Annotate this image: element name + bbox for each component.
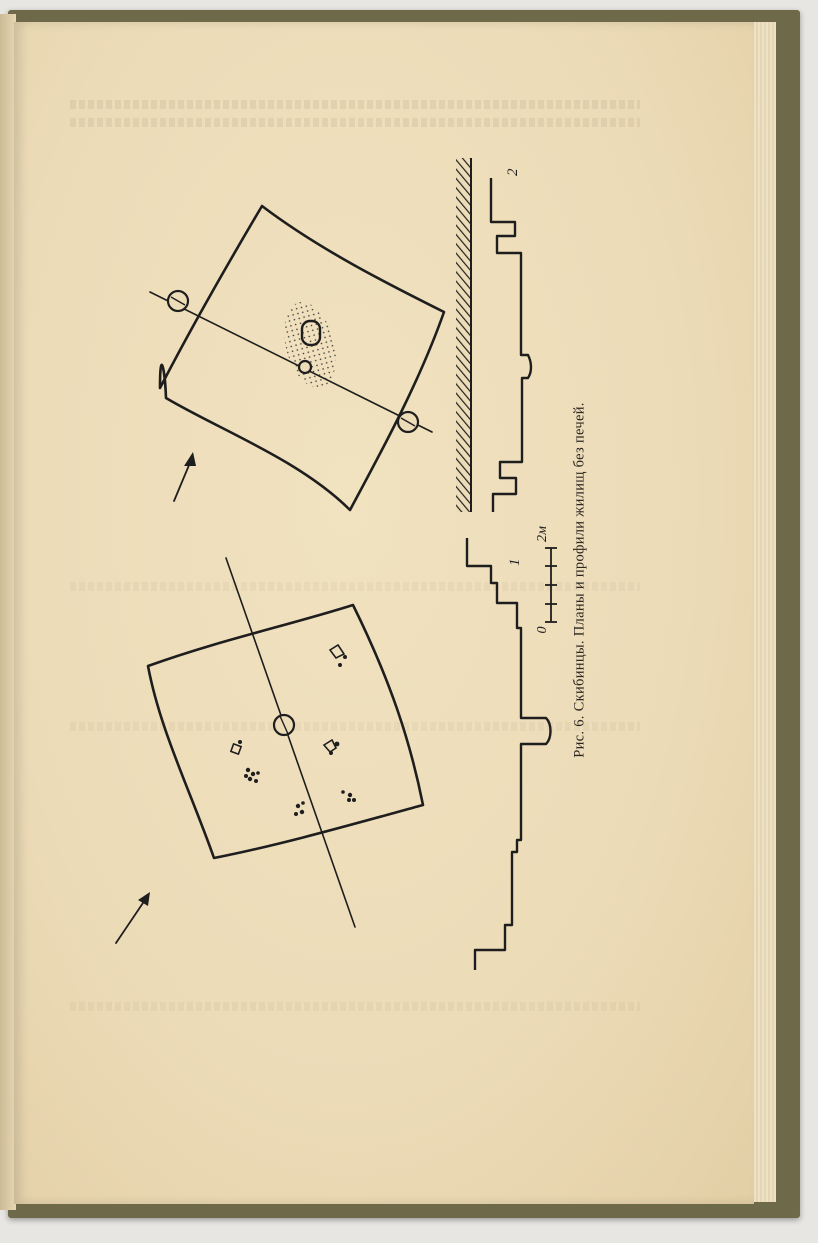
bleed-through-text xyxy=(70,100,640,109)
scale-zero-label: 0 xyxy=(535,627,550,634)
bleed-through-text xyxy=(70,722,640,731)
bleed-through-text xyxy=(70,1002,640,1011)
post-hole-center xyxy=(297,359,313,375)
figure-caption: Рис. 6. Скибинцы. Планы и профили жилищ … xyxy=(571,402,588,758)
lower-dwelling-outline xyxy=(146,603,425,860)
lower-arrow xyxy=(115,896,148,944)
profile-2-hatched-baseline xyxy=(456,158,471,512)
profile-2 xyxy=(456,158,533,512)
upper-plan-features xyxy=(166,289,420,434)
upper-arrow-head xyxy=(184,452,196,466)
lower-arrow-head xyxy=(138,892,150,906)
oval-pit xyxy=(300,319,322,347)
left-page-edge xyxy=(0,14,16,1210)
profile-1 xyxy=(465,538,552,970)
lower-plan-features xyxy=(229,643,356,816)
bleed-through-text xyxy=(70,118,640,127)
stone-fragment xyxy=(229,742,243,756)
profile-2-label: 2 xyxy=(505,168,521,176)
scale-end-label: 2м xyxy=(535,526,550,542)
scale-bar xyxy=(545,547,557,623)
stone-fragment xyxy=(322,738,338,754)
profile-1-label: 1 xyxy=(507,559,523,567)
stone-fragment xyxy=(328,643,346,660)
page xyxy=(14,22,754,1204)
lower-section-line xyxy=(225,557,356,928)
bleed-through-text xyxy=(70,582,640,591)
upper-dwelling-outline xyxy=(158,204,446,512)
